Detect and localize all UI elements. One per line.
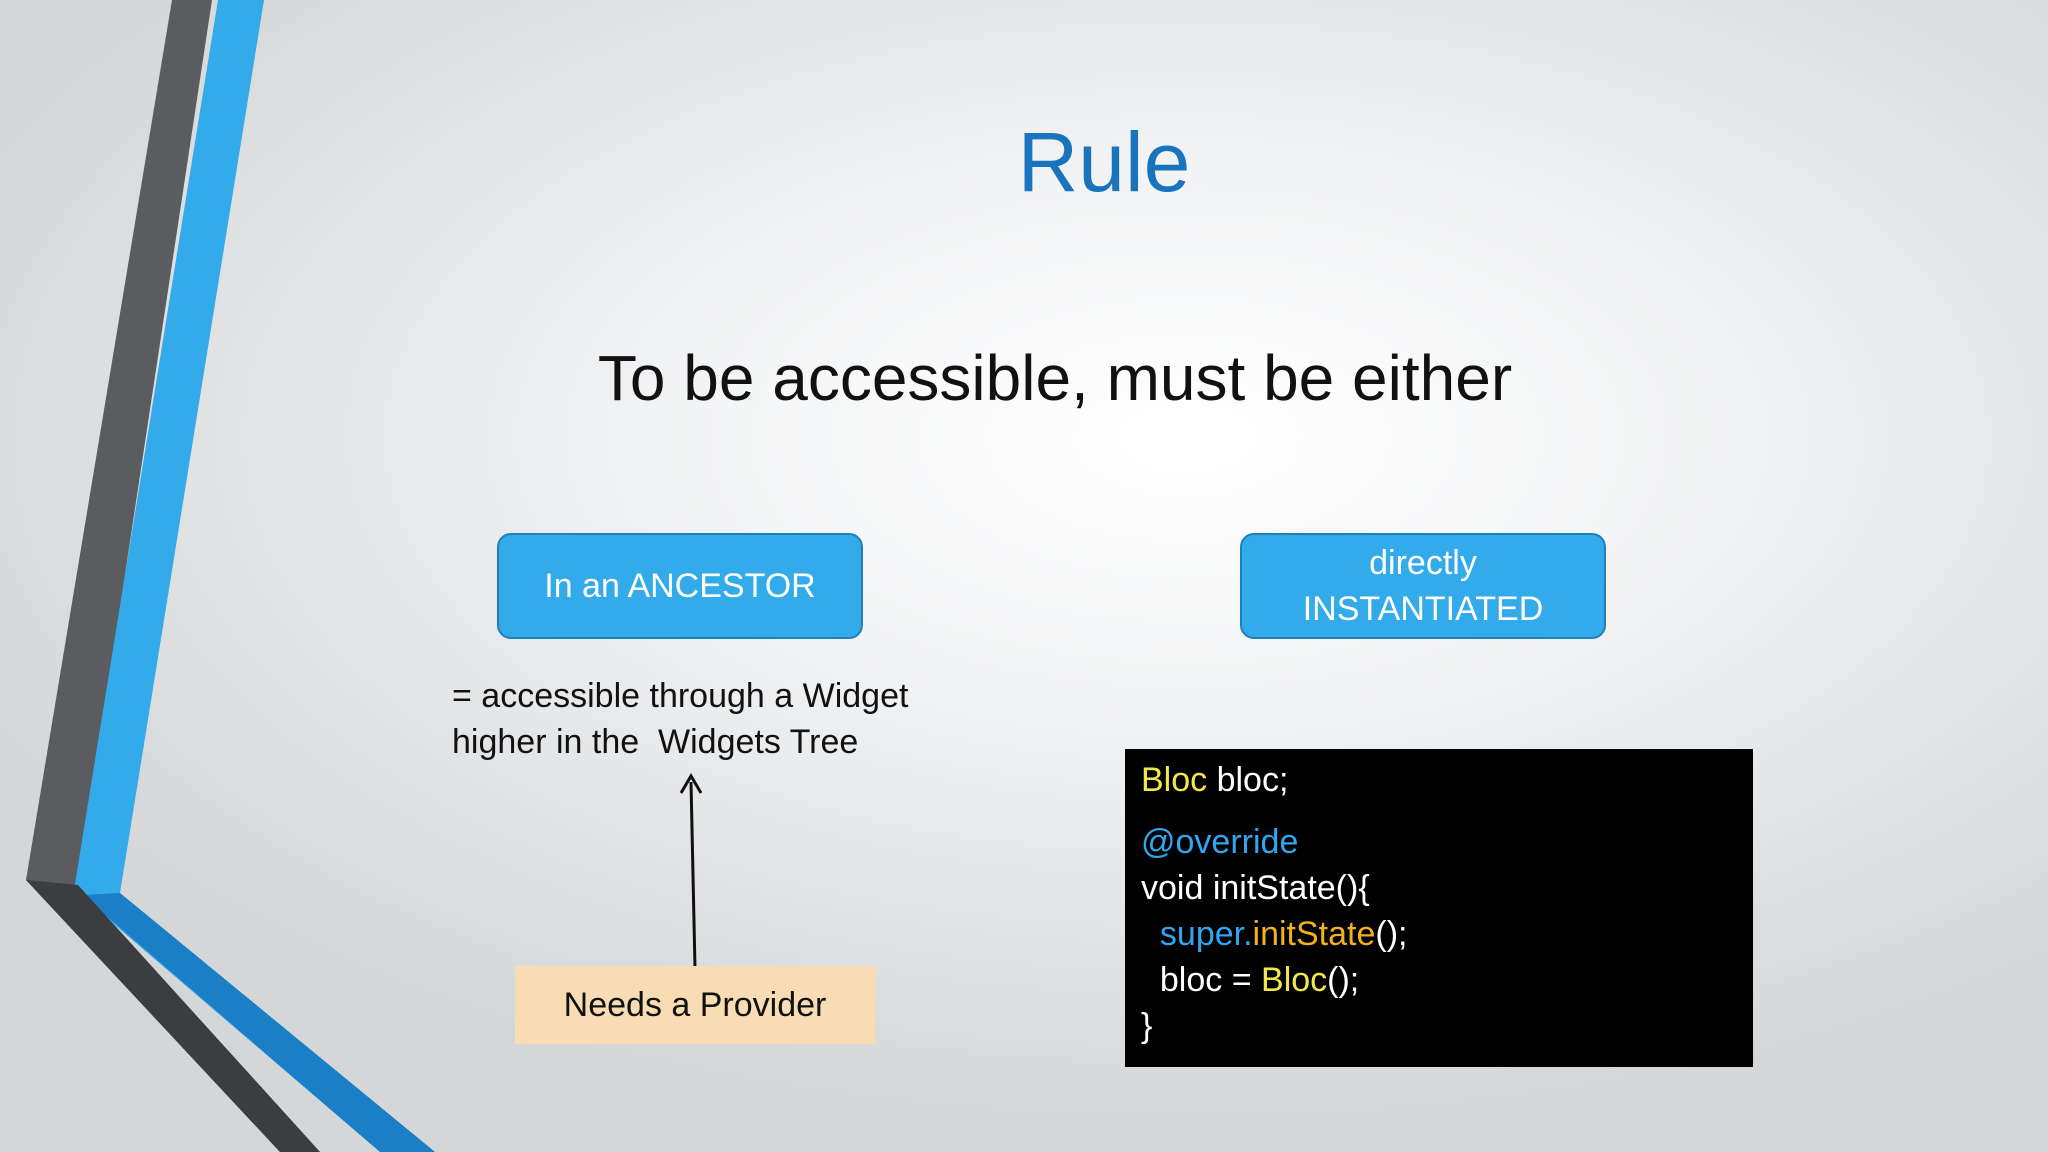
code-text: (); — [1375, 915, 1408, 953]
code-method: initState — [1252, 915, 1376, 953]
code-text: bloc = — [1141, 961, 1262, 999]
code-line-4: super.initState(); — [1141, 911, 1737, 957]
code-text: bloc; — [1207, 761, 1289, 799]
code-type-bloc: Bloc — [1261, 961, 1328, 999]
code-type-bloc: Bloc — [1141, 761, 1208, 799]
ancestor-description-line1: = accessible through a Widget — [452, 677, 909, 715]
code-text: (); — [1327, 961, 1360, 999]
ancestor-box-label: In an ANCESTOR — [544, 567, 816, 605]
code-text: void initState(){ — [1141, 869, 1370, 907]
code-line-5: bloc = Bloc(); — [1141, 957, 1737, 1003]
instantiated-box: directly INSTANTIATED — [1240, 533, 1606, 639]
ancestor-description: = accessible through a Widget higher in … — [452, 673, 908, 765]
instantiated-box-label-line1: directly — [1369, 544, 1477, 582]
code-text: } — [1141, 1007, 1153, 1045]
code-line-1: Bloc bloc; — [1141, 757, 1737, 803]
code-line-2: @override — [1141, 819, 1737, 865]
provider-note: Needs a Provider — [515, 966, 875, 1044]
code-line-3: void initState(){ — [1141, 865, 1737, 911]
ancestor-box: In an ANCESTOR — [497, 533, 863, 639]
code-block: Bloc bloc; @override void initState(){ s… — [1125, 749, 1753, 1067]
ancestor-description-line2: higher in the Widgets Tree — [452, 723, 859, 761]
slide-title: Rule — [1017, 115, 1191, 209]
code-super: super. — [1159, 915, 1253, 953]
slide-subtitle: To be accessible, must be either — [597, 342, 1513, 414]
code-indent — [1141, 915, 1160, 953]
code-line-6: } — [1141, 1003, 1737, 1049]
code-annotation: @override — [1141, 823, 1299, 861]
instantiated-box-label-line2: INSTANTIATED — [1302, 590, 1544, 628]
